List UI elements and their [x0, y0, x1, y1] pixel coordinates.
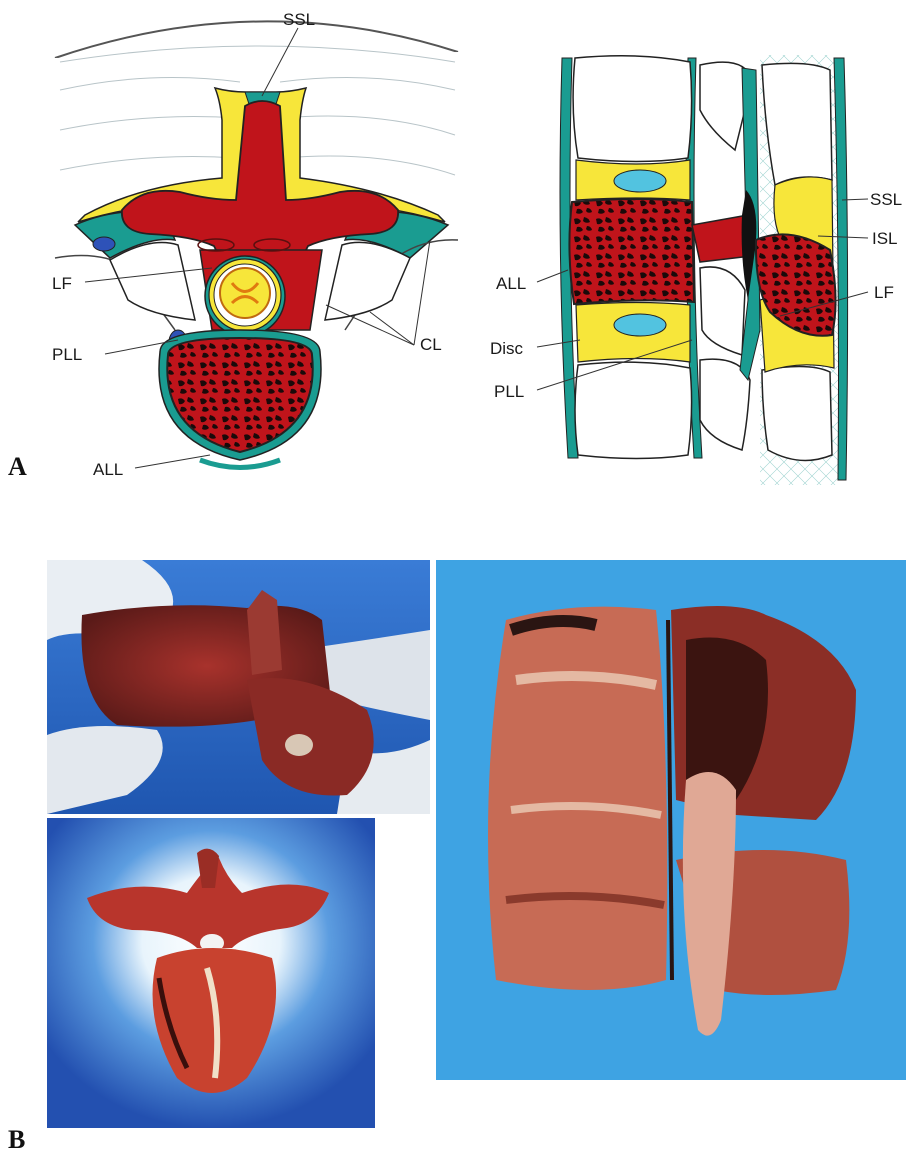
- axial-label-pll: PLL: [52, 345, 82, 364]
- sagittal-label-isl: ISL: [872, 229, 898, 248]
- axial-label-lf: LF: [52, 274, 72, 293]
- sagittal-spine-diagram: SSL ISL LF ALL Disc PLL: [490, 55, 902, 485]
- panel-b-letter: B: [8, 1125, 25, 1155]
- sagittal-label-all: ALL: [496, 274, 526, 293]
- sagittal-label-disc: Disc: [490, 339, 524, 358]
- photo-specimen-lateral-held: [47, 560, 430, 814]
- axial-label-all: ALL: [93, 460, 123, 479]
- axial-vertebra-diagram: SSL LF PLL CL ALL: [52, 10, 458, 479]
- axial-label-ssl: SSL: [283, 10, 315, 29]
- sagittal-label-ssl: SSL: [870, 190, 902, 209]
- sagittal-label-lf: LF: [874, 283, 894, 302]
- panel-a-diagrams: SSL LF PLL CL ALL: [0, 0, 906, 500]
- photo-specimen-axial: [47, 818, 375, 1128]
- photo-specimen-lateral-large: [436, 560, 906, 1080]
- sagittal-label-pll: PLL: [494, 382, 524, 401]
- axial-label-cl: CL: [420, 335, 442, 354]
